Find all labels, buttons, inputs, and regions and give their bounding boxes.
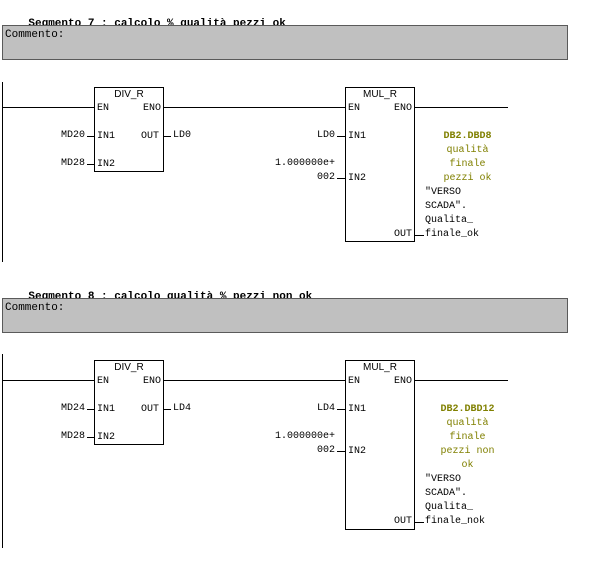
pin-out: OUT [393,516,412,527]
out-desc-line: finale [449,159,486,170]
pin-in2: IN2 [348,173,367,184]
pin-eno: ENO [393,376,412,387]
div-r-block[interactable]: DIV_R EN ENO IN1 OUT IN2 [94,87,164,172]
mul-in1-operand[interactable]: LD4 [316,403,335,414]
mul-out-operand[interactable]: DB2.DBD12 qualità finale pezzi non ok "V… [425,403,510,529]
pin-en: EN [97,376,110,387]
out-symbol-line: "VERSO [425,187,462,198]
mul-in1-operand[interactable]: LD0 [316,130,335,141]
div-out-operand[interactable]: LD0 [173,130,192,141]
mul-in2-operand-line2[interactable]: 002 [316,172,335,183]
en-wire [2,380,94,381]
pin-in1: IN1 [348,404,367,415]
out-desc-line: finale [449,432,486,443]
out-stub [163,136,171,137]
eno-wire [414,380,508,381]
comment-label: Commento: [5,302,65,314]
block-name: DIV_R [114,89,144,100]
mul-r-block[interactable]: MUL_R EN ENO IN1 IN2 OUT [345,360,415,530]
div-out-operand[interactable]: LD4 [173,403,192,414]
out-desc-line: ok [461,460,474,471]
comment-field[interactable]: Commento: [2,298,568,333]
power-rail [2,354,3,548]
out-desc-line: pezzi non [440,446,495,457]
out-symbol-line: finale_nok [425,516,486,527]
out-symbol-line: finale_ok [425,229,480,240]
div-in2-operand[interactable]: MD28 [60,431,85,442]
out-desc-line: qualità [446,418,489,429]
pin-in1: IN1 [348,131,367,142]
out-symbol-line: SCADA". [425,488,468,499]
pin-out: OUT [393,229,412,240]
pin-in2: IN2 [97,432,116,443]
in2-stub [87,437,94,438]
in1-stub [87,409,94,410]
in1-stub [337,409,345,410]
in2-stub [87,164,94,165]
eno-en-wire [163,380,345,381]
block-name: MUL_R [363,89,397,100]
pin-en: EN [348,376,361,387]
out-symbol-line: Qualita_ [425,215,474,226]
pin-eno: ENO [393,103,412,114]
pin-out: OUT [140,131,159,142]
in1-stub [337,136,345,137]
mul-r-block[interactable]: MUL_R EN ENO IN1 IN2 OUT [345,87,415,242]
pin-en: EN [348,103,361,114]
out-stub [163,409,171,410]
out-address: DB2.DBD8 [443,131,492,142]
eno-wire [414,107,508,108]
pin-in1: IN1 [97,404,116,415]
in2-stub [337,178,345,179]
comment-field[interactable]: Commento: [2,25,568,60]
mul-in2-operand-line1[interactable]: 1.000000e+ [274,431,335,442]
pin-en: EN [97,103,110,114]
out-desc-line: pezzi ok [443,173,492,184]
out-symbol-line: "VERSO [425,474,462,485]
block-name: MUL_R [363,362,397,373]
mul-in2-operand-line1[interactable]: 1.000000e+ [274,158,335,169]
block-name: DIV_R [114,362,144,373]
out-desc-line: qualità [446,145,489,156]
out-symbol-line: Qualita_ [425,502,474,513]
div-r-block[interactable]: DIV_R EN ENO IN1 OUT IN2 [94,360,164,445]
en-wire [2,107,94,108]
mul-in2-operand-line2[interactable]: 002 [316,445,335,456]
out-address: DB2.DBD12 [440,404,495,415]
pin-in2: IN2 [348,446,367,457]
pin-out: OUT [140,404,159,415]
pin-eno: ENO [142,376,161,387]
mul-out-operand[interactable]: DB2.DBD8 qualità finale pezzi ok "VERSO … [425,130,510,242]
pin-in1: IN1 [97,131,116,142]
out-symbol-line: SCADA". [425,201,468,212]
div-in2-operand[interactable]: MD28 [60,158,85,169]
pin-eno: ENO [142,103,161,114]
eno-en-wire [163,107,345,108]
out-stub [414,522,424,523]
out-stub [414,235,424,236]
comment-label: Commento: [5,29,65,41]
div-in1-operand[interactable]: MD24 [60,403,85,414]
power-rail [2,82,3,262]
in1-stub [87,136,94,137]
pin-in2: IN2 [97,159,116,170]
div-in1-operand[interactable]: MD20 [60,130,85,141]
in2-stub [337,451,345,452]
